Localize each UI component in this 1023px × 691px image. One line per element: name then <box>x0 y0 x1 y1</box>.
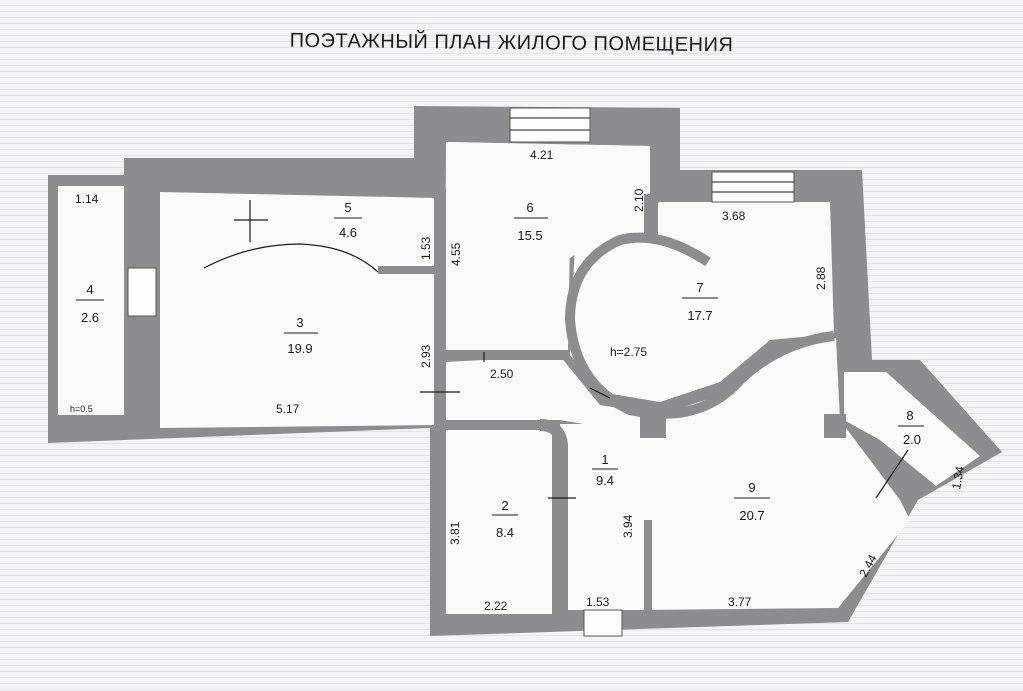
room-3-area: 19.9 <box>287 341 312 356</box>
room-6-area: 15.5 <box>517 228 542 243</box>
room-4-number: 4 <box>86 282 93 297</box>
window-room-7 <box>711 171 795 203</box>
room-floors <box>58 142 980 614</box>
room-1-number: 1 <box>601 452 608 467</box>
dim-2-22: 2.22 <box>484 599 508 613</box>
dimension-labels: 1.14 4.21 2.10 3.68 1.53 4.55 2.88 2.93 … <box>70 148 967 613</box>
partition-room-6-bottom <box>446 350 570 360</box>
room-9-area: 20.7 <box>739 508 764 523</box>
dim-3-77: 3.77 <box>728 595 752 609</box>
door-mark-room-7 <box>589 387 611 399</box>
room-8-floor <box>844 372 980 486</box>
partition-hall-top <box>446 420 546 430</box>
column-hall <box>640 416 666 438</box>
dim-3-68: 3.68 <box>722 209 746 223</box>
room-2-area: 8.4 <box>496 525 514 540</box>
dim-4-55: 4.55 <box>449 242 463 266</box>
dim-2-10: 2.10 <box>632 188 646 212</box>
balcony-door-frame <box>127 267 157 317</box>
room-5-floor <box>160 198 432 272</box>
room-3-number: 3 <box>296 315 303 330</box>
dim-2-50: 2.50 <box>490 367 514 381</box>
column-right <box>824 414 846 438</box>
room-6-floor-b <box>446 142 650 350</box>
room-5-number: 5 <box>344 200 351 215</box>
room-9-number: 9 <box>748 480 755 495</box>
room-8-area: 2.0 <box>903 432 921 447</box>
dim-3-94: 3.94 <box>621 514 635 538</box>
window-room-6 <box>509 107 591 143</box>
ceiling-height: h=2.75 <box>610 345 647 359</box>
partition-round-room-7 <box>564 232 835 419</box>
room-1-area: 9.4 <box>596 473 614 488</box>
room-9-floor <box>446 338 910 610</box>
room-1-floor <box>560 424 640 610</box>
dim-1-53-top: 1.53 <box>419 236 433 260</box>
room-4-area: 2.6 <box>81 310 99 325</box>
partition-vertical-center <box>434 190 446 430</box>
room-5-area: 4.6 <box>339 225 357 240</box>
windows <box>127 107 795 637</box>
partition-room-5-bottom <box>378 266 436 274</box>
room-labels: 1 9.4 2 8.4 3 19.9 4 2.6 5 4.6 6 15.5 7 … <box>76 200 924 540</box>
door-mark-room-8 <box>875 449 909 499</box>
partition-room-6-7 <box>644 194 658 240</box>
room-7-floor <box>570 202 834 402</box>
room-6-number: 6 <box>526 200 533 215</box>
room-7-number: 7 <box>696 280 703 295</box>
door-marks <box>234 200 909 499</box>
dim-3-81: 3.81 <box>448 521 462 545</box>
dim-2-88: 2.88 <box>814 266 828 290</box>
partition-room-5-curve <box>203 243 379 273</box>
dim-1-34: 1.34 <box>949 465 967 491</box>
partition-room-1-9 <box>644 520 652 612</box>
entrance-door <box>583 609 623 637</box>
dim-2-93: 2.93 <box>419 344 433 368</box>
room-2-number: 2 <box>501 498 508 513</box>
room-8-number: 8 <box>906 408 913 423</box>
dim-5-17: 5.17 <box>276 402 300 416</box>
dim-4-21: 4.21 <box>530 148 554 162</box>
dim-1-14: 1.14 <box>75 192 99 206</box>
room-7-area: 17.7 <box>687 308 712 323</box>
partition-room-2-corner <box>539 419 568 616</box>
room-2-floor <box>446 430 552 614</box>
dim-1-53-bottom: 1.53 <box>586 595 610 609</box>
partitions <box>124 190 846 616</box>
balcony-height: h=0.5 <box>70 404 93 414</box>
